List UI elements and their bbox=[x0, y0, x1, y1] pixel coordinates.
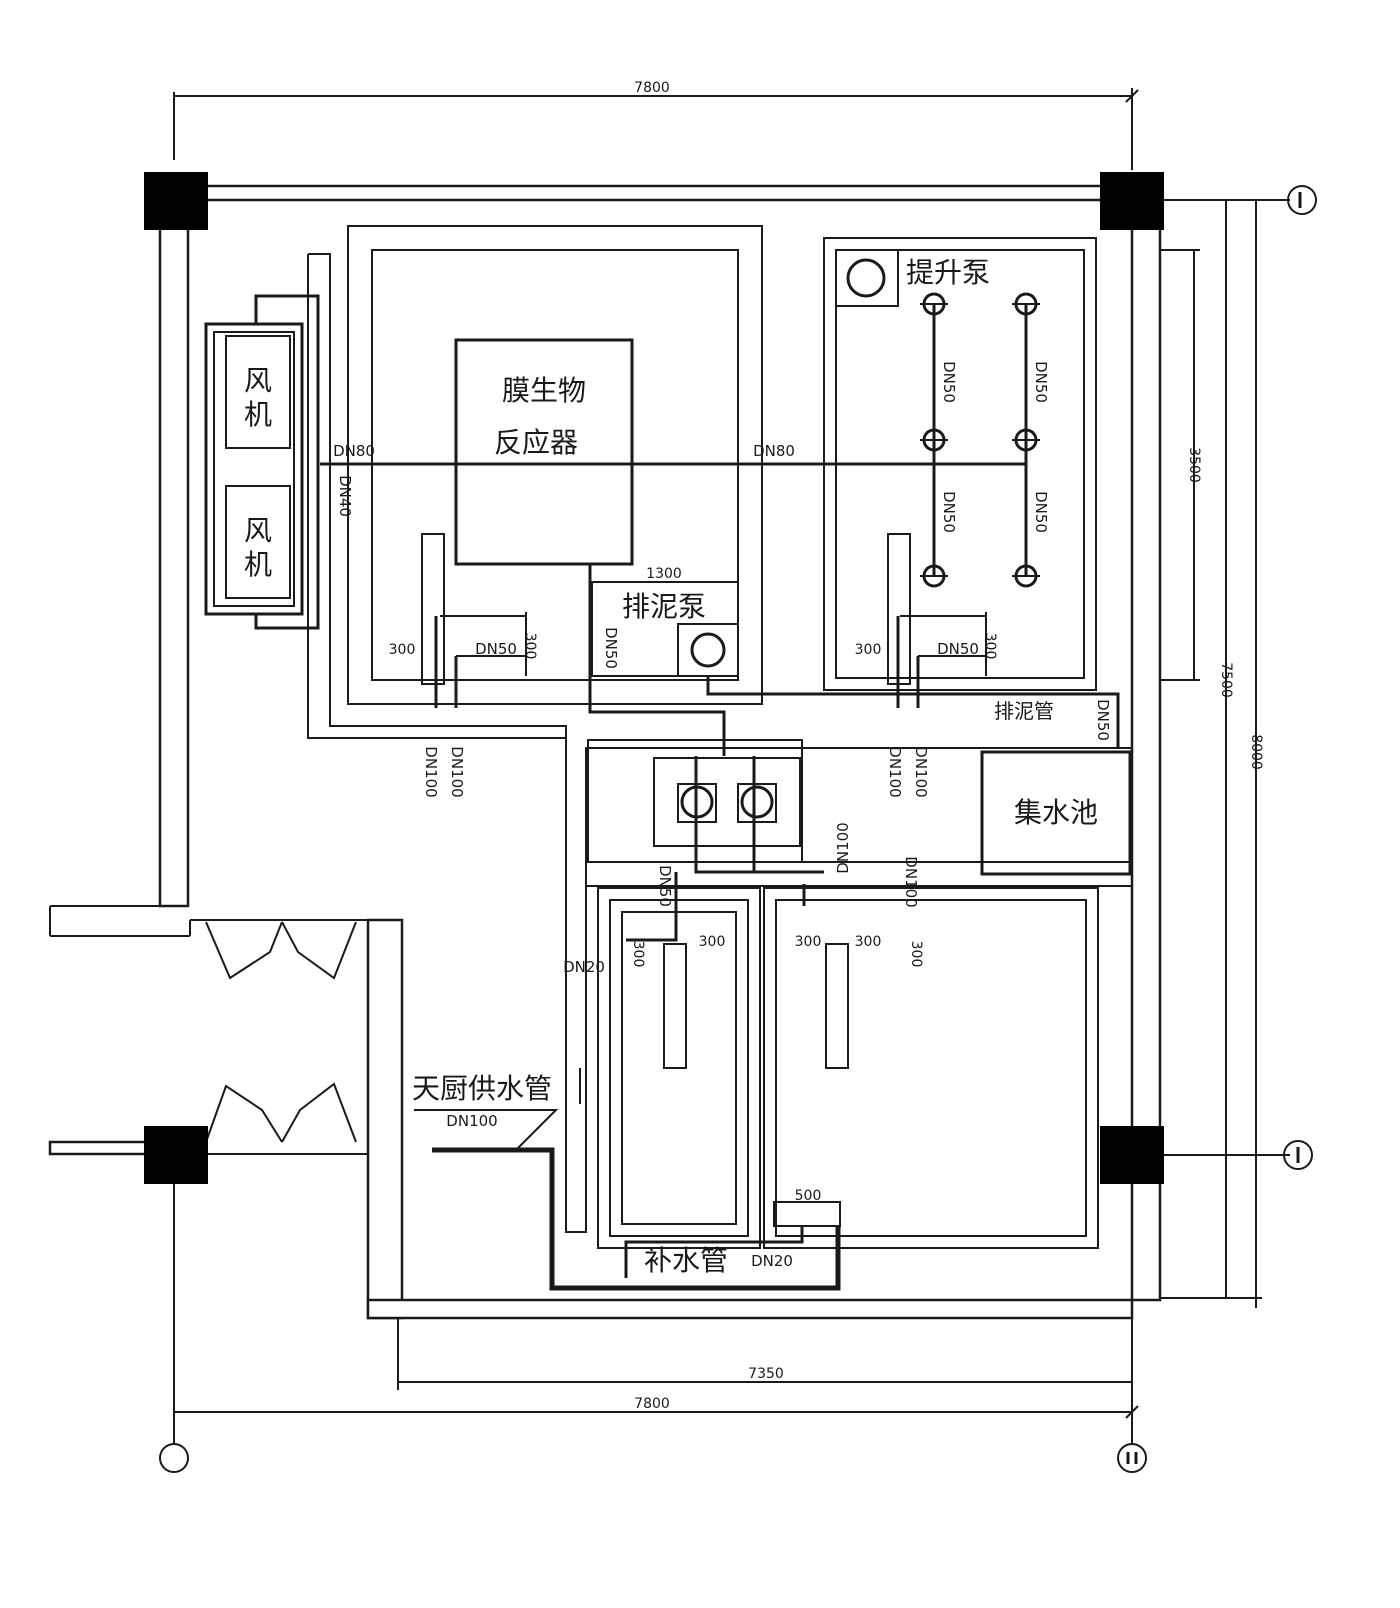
kitchen-supply-label: 天厨供水管 bbox=[412, 1072, 552, 1105]
left-size-b: DN100 bbox=[448, 746, 466, 797]
bioreactor-box bbox=[454, 338, 634, 566]
vert-size-b2: DN50 bbox=[1032, 491, 1050, 533]
makeup-pipe-label: 补水管 bbox=[644, 1244, 728, 1277]
kitchen-supply-size: DN100 bbox=[446, 1112, 497, 1130]
lower-size-b: DN100 bbox=[902, 856, 920, 907]
pump-size-label: DN50 bbox=[602, 627, 620, 669]
gap-6: 300 bbox=[630, 941, 646, 968]
vert-size-b1: DN50 bbox=[1032, 361, 1050, 403]
right-size-b: DN100 bbox=[912, 746, 930, 797]
gap-9: 300 bbox=[982, 633, 998, 660]
dim-right-mid: 7500 bbox=[1218, 662, 1234, 698]
column-top-left bbox=[144, 172, 208, 230]
main-size-left: DN80 bbox=[333, 442, 375, 460]
dim-right-outer: 8000 bbox=[1248, 734, 1264, 770]
lift-pump-icon bbox=[846, 258, 886, 298]
column-top-right bbox=[1100, 172, 1164, 230]
pump-icon-1 bbox=[680, 785, 714, 819]
fan-box-1 bbox=[225, 335, 291, 449]
pump-icon-2 bbox=[740, 785, 774, 819]
vert-size-a2: DN50 bbox=[940, 491, 958, 533]
dim-bottom-inner: 7350 bbox=[748, 1366, 784, 1382]
right-size-a: DN100 bbox=[886, 746, 904, 797]
lower-size-a: DN100 bbox=[834, 822, 852, 873]
fan-label-1b: 机 bbox=[244, 398, 272, 431]
pipe-gap-labels: 300 300 300 300 300 300 300 300 300 500 bbox=[389, 633, 998, 1204]
fan-units: 风 机 风 机 bbox=[204, 322, 304, 616]
lower-size-dn20: DN20 bbox=[563, 958, 605, 976]
collection-size-label: DN50 bbox=[1094, 699, 1112, 741]
fan-label-2b: 机 bbox=[244, 548, 272, 581]
sludge-pipe-label: 排泥管 bbox=[994, 699, 1054, 723]
outer-walls bbox=[48, 184, 1162, 1320]
gap-5: 300 bbox=[855, 934, 882, 950]
makeup-pipe: 补水管 DN20 bbox=[644, 1244, 793, 1277]
fan-box-2 bbox=[225, 485, 291, 599]
lower-tanks bbox=[597, 887, 1099, 1249]
columns bbox=[144, 172, 1164, 1184]
axis-bubble-bottom-right bbox=[1117, 1443, 1147, 1473]
small-size-right: DN50 bbox=[937, 640, 979, 658]
column-bottom-right bbox=[1100, 1126, 1164, 1184]
collection-pool: 集水池 排泥管 DN50 bbox=[980, 699, 1132, 876]
sludge-pump-label: 排泥泵 bbox=[622, 590, 706, 623]
gap-7: 300 bbox=[908, 941, 924, 968]
sludge-pump: 排泥泵 1300 DN50 bbox=[591, 566, 739, 677]
gap-3: 300 bbox=[699, 934, 726, 950]
small-size-left: DN50 bbox=[475, 640, 517, 658]
dim-top: 7800 bbox=[634, 80, 670, 96]
collection-pool-label: 集水池 bbox=[1014, 796, 1098, 829]
dimension-labels: 7800 7350 7800 3500 7500 8000 bbox=[634, 80, 1264, 1412]
lift-pump-drops bbox=[920, 292, 1040, 588]
gap-4: 300 bbox=[795, 934, 822, 950]
sludge-pump-icon bbox=[690, 632, 726, 668]
pump-set bbox=[587, 739, 803, 863]
pipes bbox=[254, 294, 1120, 1291]
axis-bubble-mid-right bbox=[1283, 1140, 1313, 1170]
dn40-label: DN40 bbox=[336, 475, 354, 517]
bioreactor-label-2: 反应器 bbox=[494, 426, 578, 459]
main-size-right: DN80 bbox=[753, 442, 795, 460]
inner-walls bbox=[307, 253, 1132, 1233]
sludge-dim: 1300 bbox=[646, 566, 682, 582]
gap-1: 300 bbox=[389, 642, 416, 658]
axis-markers bbox=[159, 185, 1317, 1473]
axis-bubble-bottom-left bbox=[159, 1443, 189, 1473]
lower-size-dn50: DN50 bbox=[656, 865, 674, 907]
dim-right-inner: 3500 bbox=[1186, 447, 1202, 483]
kitchen-supply: 天厨供水管 DN100 bbox=[412, 1068, 581, 1149]
pipe-size-labels: DN80 DN80 DN40 DN100 DN100 DN100 DN100 D… bbox=[333, 442, 979, 976]
lift-pump-label: 提升泵 bbox=[906, 256, 990, 289]
dim-bottom: 7800 bbox=[634, 1396, 670, 1412]
gap-8: 300 bbox=[522, 633, 538, 660]
bioreactor-label-1: 膜生物 bbox=[502, 374, 586, 407]
gap-10: 500 bbox=[795, 1188, 822, 1204]
vert-size-a1: DN50 bbox=[940, 361, 958, 403]
axis-bubble-top-right bbox=[1287, 185, 1317, 215]
door-symbols bbox=[205, 921, 357, 1143]
fan-label-2a: 风 bbox=[244, 514, 272, 547]
fan-label-1a: 风 bbox=[244, 364, 272, 397]
gap-2: 300 bbox=[855, 642, 882, 658]
column-bottom-left bbox=[144, 1126, 208, 1184]
makeup-size-label: DN20 bbox=[751, 1252, 793, 1270]
left-size-a: DN100 bbox=[422, 746, 440, 797]
